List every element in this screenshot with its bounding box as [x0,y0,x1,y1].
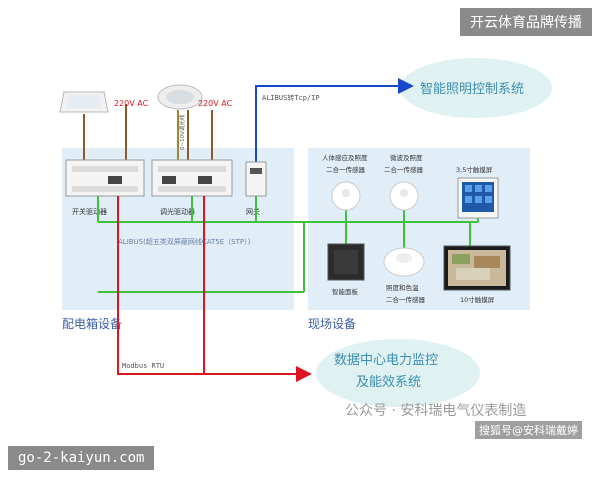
dim-driver-label: 调光驱动器 [160,207,195,216]
sensor2-label-1: 微波及照度 [390,153,423,162]
sensor3-label-1: 照度和色温 [386,283,419,292]
ac-left-label: 220V AC [114,99,149,108]
touch10-label: 10寸触摸屏 [460,295,495,304]
touch35-device [457,177,499,219]
sensor1-label-2: 二合一传感器 [326,165,366,174]
bus-label: ALIBUS(超五类双屏蔽网线CAT5E（STP）) [118,237,251,246]
tcp-link [255,78,414,168]
sensor2-label-2: 二合一传感器 [384,165,424,174]
brand-banner: 开云体育品牌传播 [460,8,592,36]
sohu-watermark: 搜狐号@安科瑞戴婷 [475,421,582,439]
sensor1-label-1: 人体感应及照度 [322,153,368,162]
wechat-watermark: 公众号 · 安科瑞电气仪表制造 [345,403,527,419]
gateway-label: 网关 [246,207,260,216]
footer-url: go-2-kaiyun.com [8,446,155,470]
datacenter-target-line1: 数据中心电力监控 [334,353,438,368]
touch35-label: 3.5寸触摸屏 [456,165,493,174]
dim-signal-label: 0~10V调光线 [178,114,186,150]
lighting-target: 智能照明控制系统 [420,82,524,97]
sensor3-label-2: 二合一传感器 [386,295,426,304]
dim-driver-device [151,159,233,197]
datacenter-cloud [316,339,480,407]
switch-driver-device [65,159,145,197]
modbus-link-switch [117,196,312,382]
sensor2-device [389,181,419,211]
datacenter-target-line2: 及能效系统 [356,375,421,390]
touch10-device [443,245,511,291]
gateway-device [245,161,267,197]
modbus-label: Modbus RTU [122,362,164,370]
smart-panel-label: 智能面板 [332,287,359,296]
sensor3-device [383,247,425,277]
ac-right-label: 220V AC [198,99,233,108]
panel-light-icon [59,91,109,113]
sensor1-device [331,181,361,211]
tcp-label: ALIBUS转Tcp/IP [262,93,320,102]
lighting-cloud [400,58,552,118]
switch-driver-label: 开关驱动器 [72,207,107,216]
smart-panel-device [327,243,365,281]
field-title: 现场设备 [308,317,356,331]
cabinet-title: 配电箱设备 [62,316,122,331]
downlight-icon [157,84,203,110]
